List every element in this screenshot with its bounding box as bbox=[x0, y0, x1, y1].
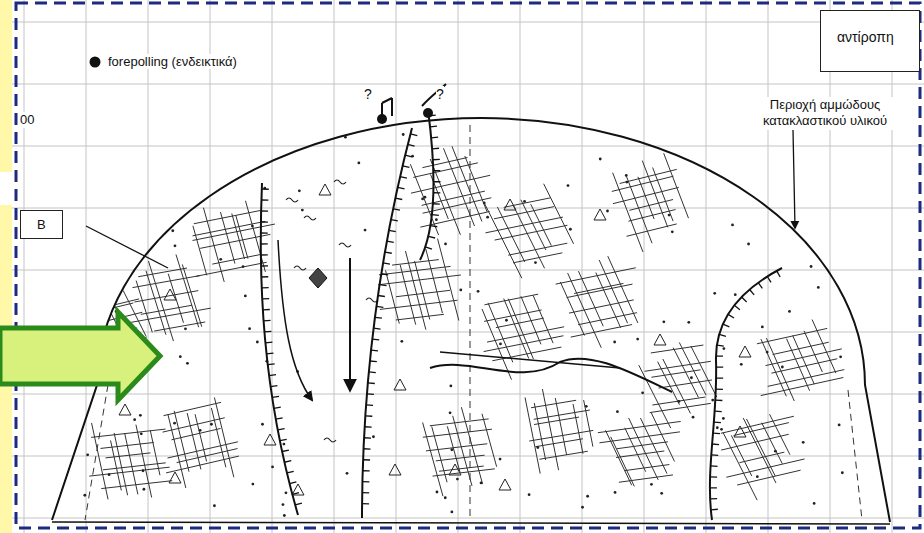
grid-value: 00 bbox=[20, 112, 34, 128]
contact-line bbox=[440, 352, 620, 368]
query-mark: ? bbox=[436, 86, 444, 104]
frame bbox=[16, 3, 920, 528]
legend-box: αντίροπη bbox=[820, 10, 920, 72]
contact-line bbox=[430, 359, 672, 392]
pointer-arrow bbox=[0, 312, 160, 400]
area-note: Περιοχή αμμώδους κατακλαστικού υλικού bbox=[735, 97, 915, 130]
node-text: B bbox=[37, 217, 46, 232]
fault bbox=[710, 268, 782, 520]
diamond-symbol bbox=[309, 268, 327, 288]
section-box: B bbox=[20, 210, 63, 239]
axis bbox=[470, 125, 471, 520]
dashed-line bbox=[85, 385, 108, 520]
movement-arrow bbox=[278, 240, 312, 400]
fault bbox=[261, 183, 298, 515]
tunnel-outline bbox=[52, 118, 890, 522]
node-text: αντίροπη bbox=[837, 29, 903, 45]
margin-bar bbox=[0, 0, 12, 172]
fault-trace bbox=[422, 84, 446, 106]
forepolling-dot bbox=[377, 114, 387, 124]
invert-line bbox=[52, 522, 890, 524]
legend-dot bbox=[90, 57, 101, 68]
fault bbox=[362, 128, 412, 518]
texture bbox=[63, 132, 875, 517]
leader-line bbox=[793, 130, 795, 228]
movement-arrow bbox=[349, 258, 351, 390]
query-mark: ? bbox=[364, 86, 372, 104]
leader-line bbox=[86, 226, 168, 268]
dashed-line bbox=[848, 390, 862, 520]
faults bbox=[261, 110, 782, 520]
forepolling-dot bbox=[423, 108, 433, 118]
legend-text: forepolling (ενδεικτικά) bbox=[108, 54, 237, 69]
joint-sets bbox=[63, 146, 844, 500]
